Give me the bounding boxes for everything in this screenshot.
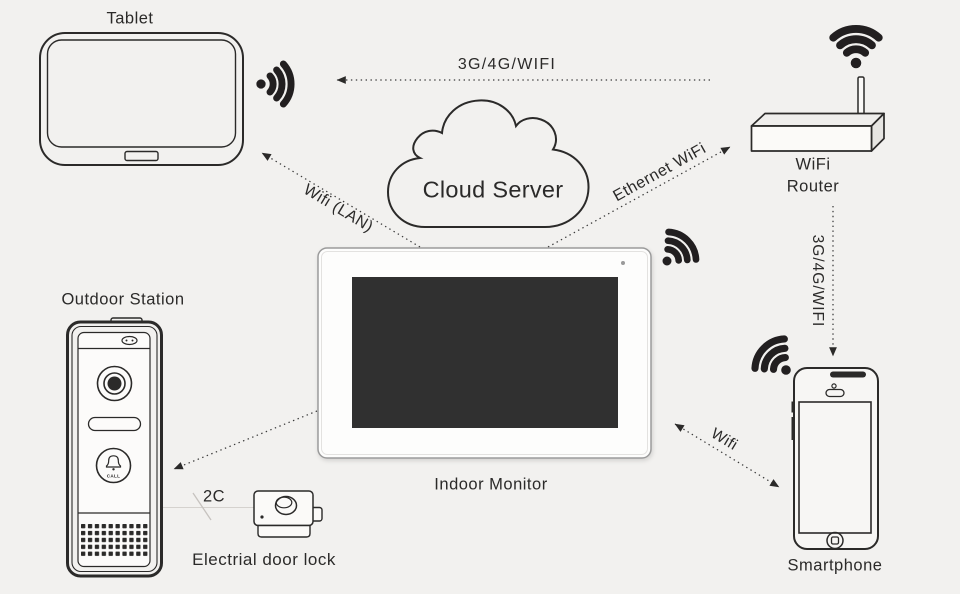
link-label-3g4g-top: 3G/4G/WIFI <box>457 56 557 73</box>
door-lock-label: Electrial door lock <box>192 550 336 569</box>
outdoor-station-label: Outdoor Station <box>61 290 185 309</box>
monitor-screen <box>352 277 618 428</box>
phone-speaker <box>825 388 845 398</box>
station-nameplate <box>87 416 142 432</box>
link-monitor-to-router <box>547 146 731 248</box>
station-camera <box>96 365 133 402</box>
station-face-panel <box>77 331 151 568</box>
tablet-home-button <box>124 150 159 162</box>
tablet-label: Tablet <box>106 9 154 28</box>
router-antenna <box>857 76 865 116</box>
monitor-wifi-icon <box>650 227 701 278</box>
router-label-line2: Router <box>786 177 840 196</box>
indoor-monitor-label: Indoor Monitor <box>434 475 548 494</box>
cloud-server-label: Cloud Server <box>422 176 564 203</box>
bell-icon <box>105 455 122 471</box>
smartphone-device <box>791 367 879 550</box>
phone-home-button <box>826 531 844 550</box>
link-monitor-to-smartphone <box>674 423 780 488</box>
station-sensor <box>121 335 138 346</box>
station-call-button: CALL <box>95 447 132 484</box>
link-tablet-to-monitor <box>261 152 421 248</box>
two-conductor-slash <box>192 492 212 521</box>
wire-station-to-lock <box>163 492 254 521</box>
router-wifi-icon <box>833 29 879 68</box>
cloud-server-shape <box>386 99 590 228</box>
monitor-camera-dot <box>621 261 625 265</box>
station-speaker-grille <box>81 524 148 557</box>
lock-flange <box>257 524 311 538</box>
door-lock-device <box>253 490 323 538</box>
smartphone-label: Smartphone <box>787 556 883 575</box>
link-monitor-to-station <box>173 410 318 470</box>
router-label-line1: WiFi <box>795 155 831 174</box>
wire-label-2c: 2C <box>202 487 226 506</box>
outdoor-station-device: CALL <box>66 317 163 578</box>
tablet-wifi-icon <box>256 64 291 104</box>
indoor-monitor-device <box>317 247 652 459</box>
call-button-label: CALL <box>107 474 120 479</box>
link-label-3g4g-right: 3G/4G/WIFI <box>809 234 826 328</box>
phone-camera-dot <box>831 383 837 389</box>
connection-lines <box>173 76 837 488</box>
tablet-device <box>39 32 244 166</box>
phone-top-bar <box>830 371 866 378</box>
lock-cylinder <box>274 495 298 516</box>
wifi-router-device <box>750 76 885 152</box>
